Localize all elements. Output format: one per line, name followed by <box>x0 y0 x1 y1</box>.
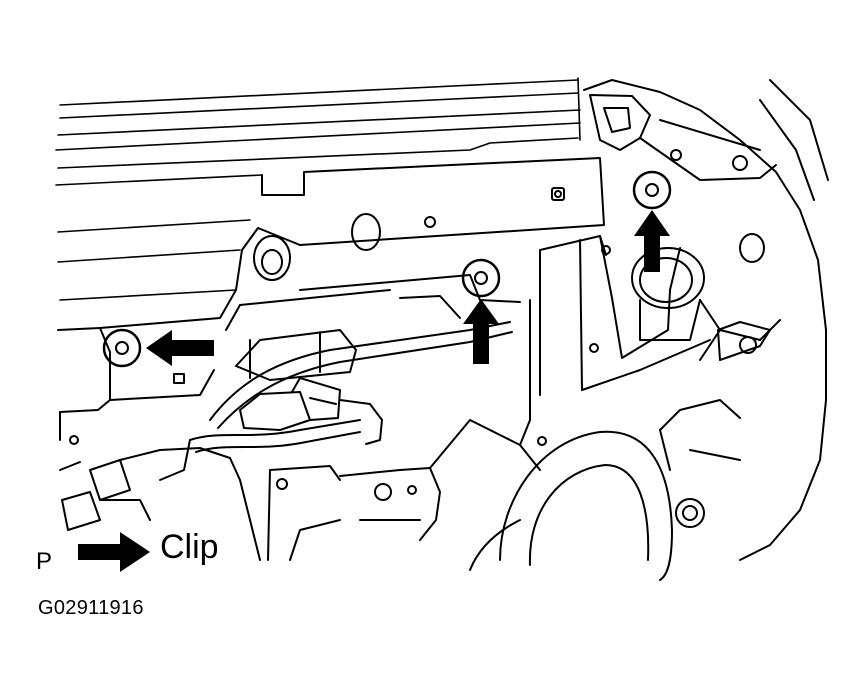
clip-callout-right <box>632 170 672 272</box>
door-frame-right <box>583 79 829 561</box>
panel-holes <box>69 149 765 528</box>
clip-hole <box>645 183 659 197</box>
clip-callout-center <box>461 258 501 364</box>
wire-harness <box>59 321 513 531</box>
figure-code: G02911916 <box>38 597 144 619</box>
arrow-right-icon <box>78 532 150 572</box>
motor-opening <box>631 247 705 341</box>
clip-location-circle <box>102 328 142 368</box>
arrow-left-icon <box>146 330 214 366</box>
clip-location-circle <box>461 258 501 298</box>
inner-panel-outline <box>57 157 711 446</box>
legend-label: Clip <box>160 528 219 566</box>
legend-letter: P <box>36 548 53 575</box>
arrow-up-icon <box>463 299 499 364</box>
clip-callout-left <box>102 328 214 368</box>
arrow-up-icon <box>634 210 670 272</box>
clip-location-circle <box>632 170 672 210</box>
lower-structure <box>239 419 541 561</box>
glass-lines <box>55 77 581 301</box>
speaker-opening <box>469 430 673 581</box>
clip-hole <box>474 271 488 285</box>
clip-hole <box>115 341 129 355</box>
